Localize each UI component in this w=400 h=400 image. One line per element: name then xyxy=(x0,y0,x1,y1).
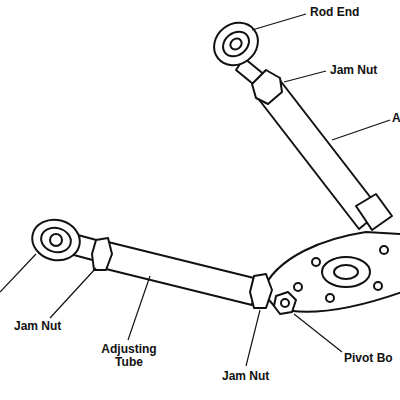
leader-line xyxy=(294,314,342,352)
leader-line xyxy=(128,276,150,340)
plate-hole xyxy=(294,283,302,291)
pivot-plate xyxy=(262,232,400,312)
rod-end-eye xyxy=(28,215,84,265)
plate-hole xyxy=(312,258,320,266)
leader-line xyxy=(332,120,390,140)
leader-line xyxy=(284,71,326,82)
part-label: Jam Nut xyxy=(330,64,377,77)
pivot-boss-bore xyxy=(334,265,358,279)
leader-line xyxy=(246,310,260,366)
rod-end-eye xyxy=(206,14,267,74)
pivot-boss xyxy=(322,257,370,287)
rod-end-bore xyxy=(228,36,244,51)
leader-line xyxy=(0,254,36,292)
tube-end xyxy=(356,194,392,230)
plate-hole xyxy=(374,282,382,290)
part-label: Adjusting Tube xyxy=(96,343,162,369)
pivot-bolt-head xyxy=(281,299,289,307)
part-label: Jam Nut xyxy=(14,320,61,333)
plate-hole xyxy=(380,246,388,254)
leader-line xyxy=(252,14,306,30)
jam-nut xyxy=(250,274,272,308)
part-label: Pivot Bo xyxy=(344,352,393,365)
jam-nut xyxy=(252,70,282,104)
part-label: Rod End xyxy=(310,6,359,19)
rod-end-bore xyxy=(50,234,62,246)
plate-hole xyxy=(326,294,334,302)
rod-end-ball xyxy=(218,27,254,62)
part-label: Jam Nut xyxy=(222,370,269,383)
part-label: A xyxy=(392,112,400,125)
jam-nut xyxy=(92,238,112,270)
rod-end-ball xyxy=(39,225,74,256)
adjusting-tube xyxy=(102,242,258,305)
leader-line xyxy=(50,268,96,318)
pivot-bolt xyxy=(274,292,296,314)
